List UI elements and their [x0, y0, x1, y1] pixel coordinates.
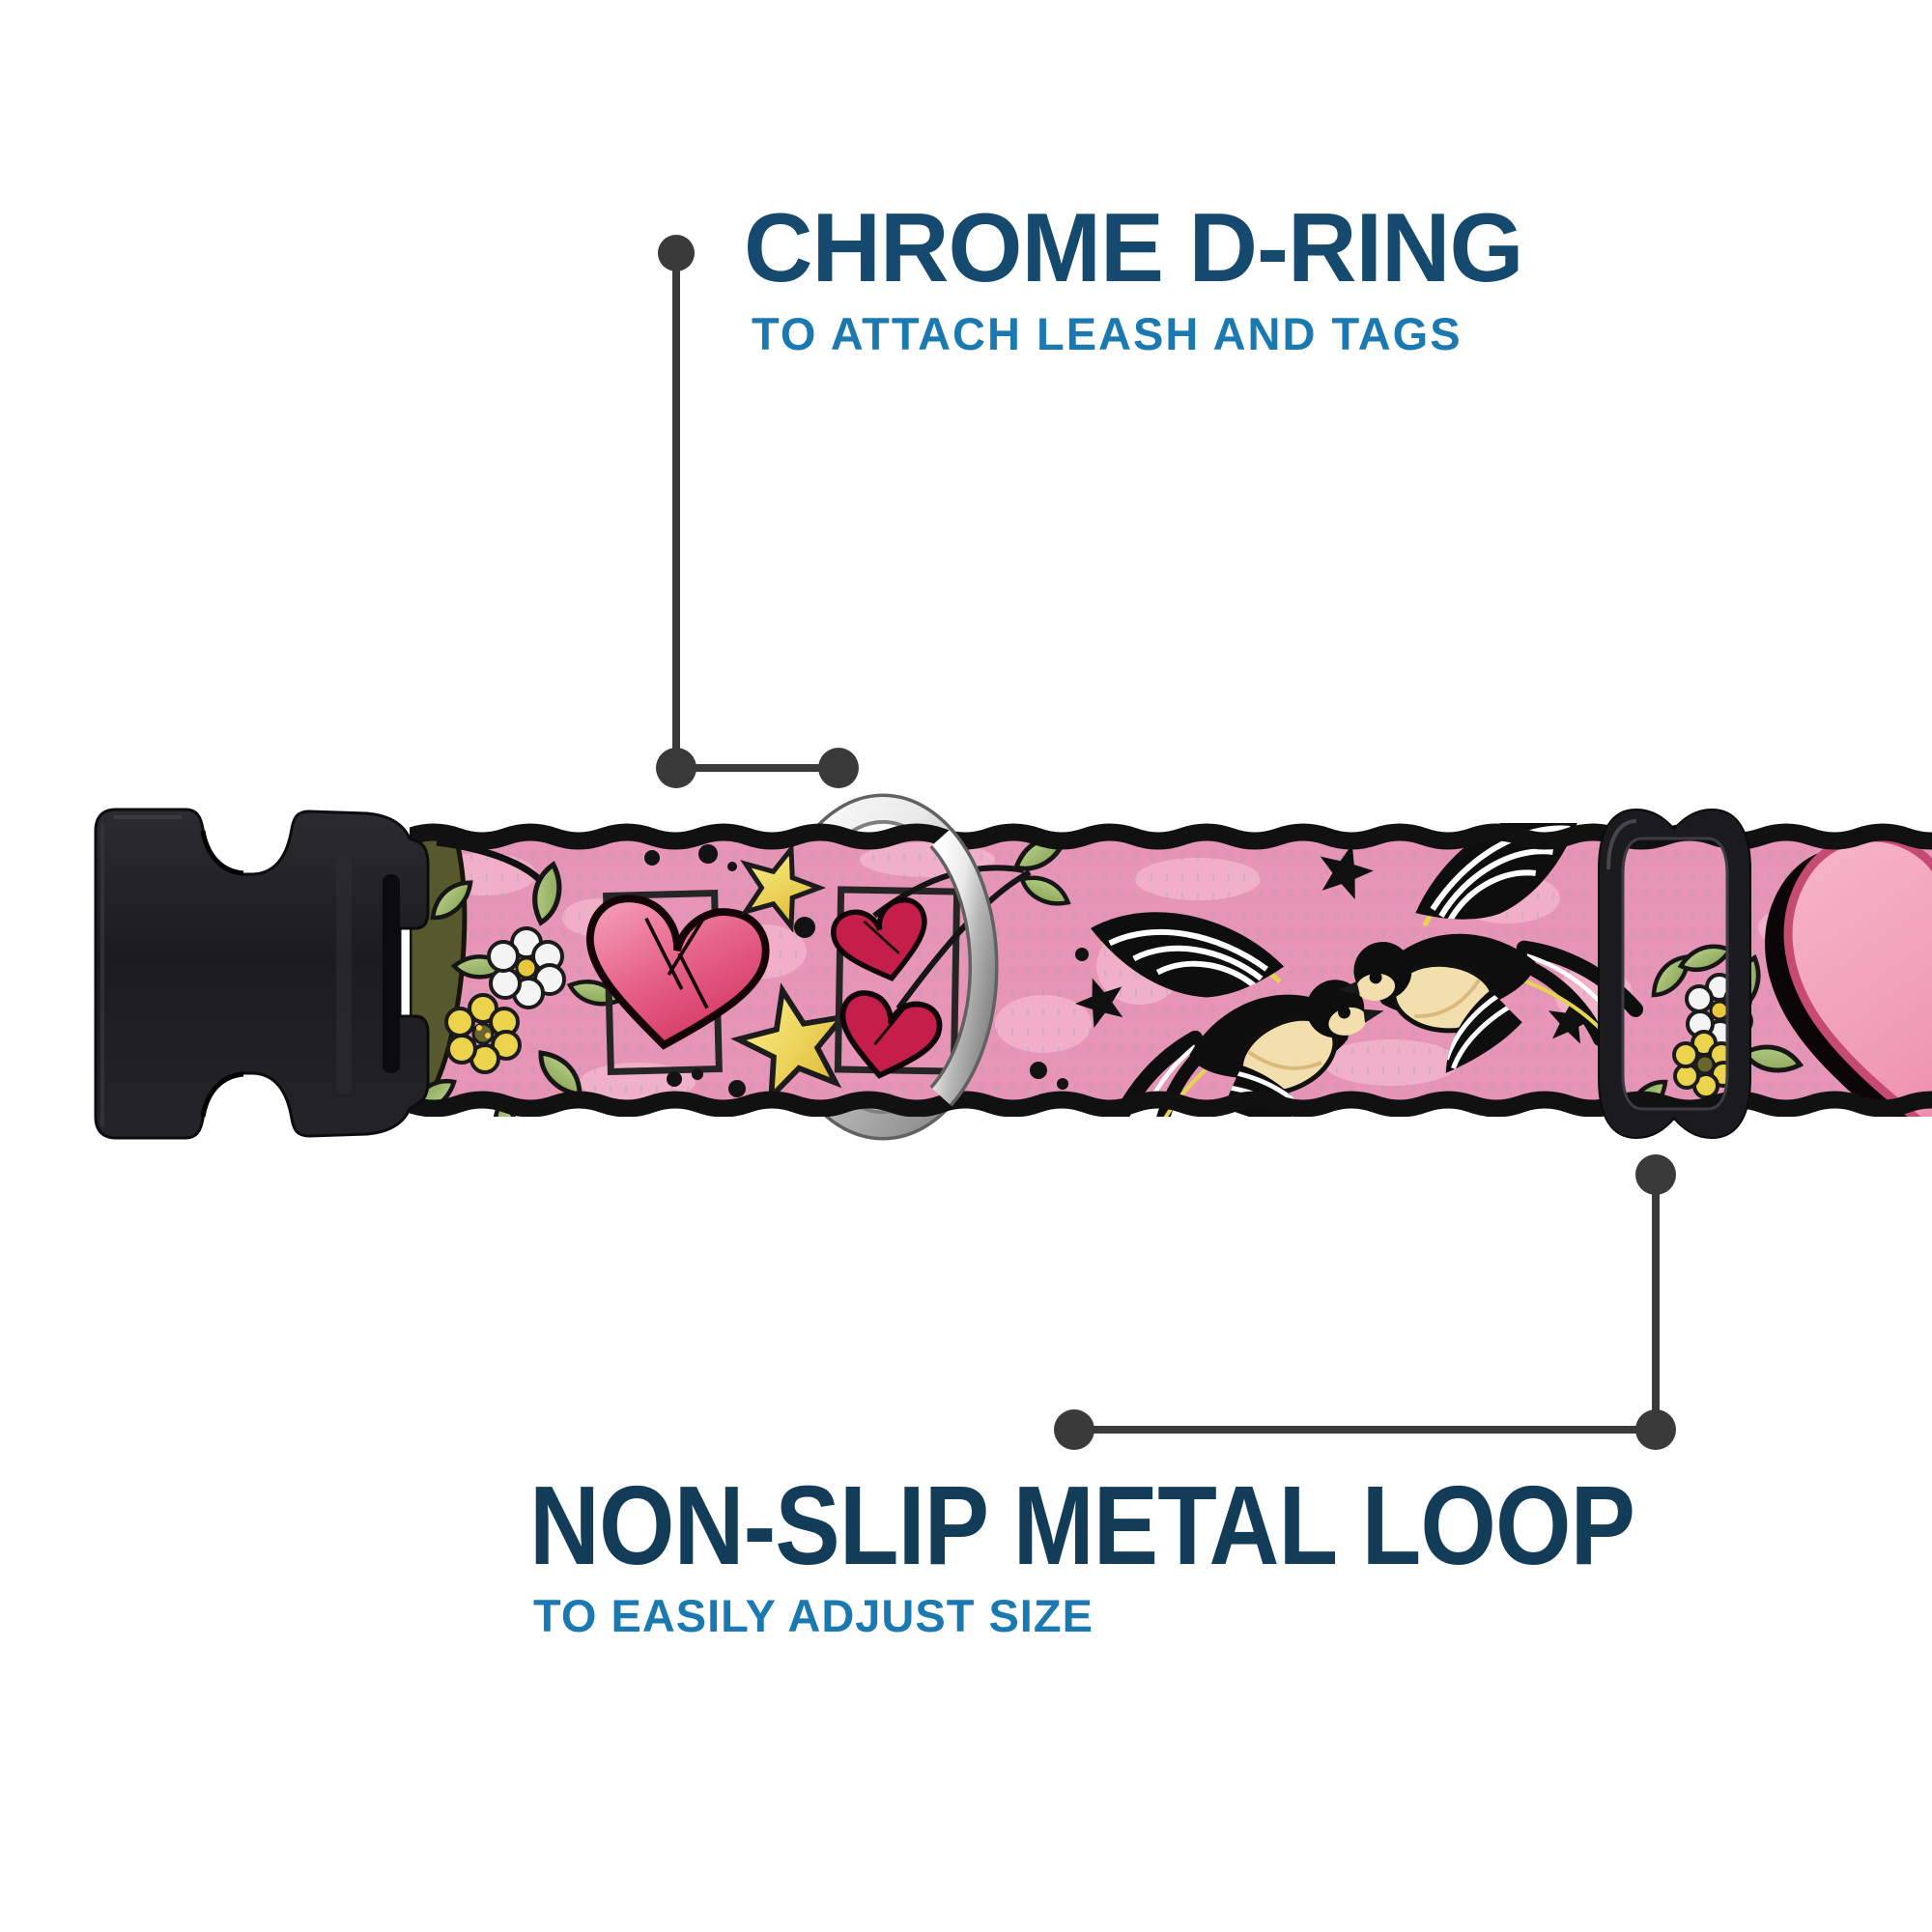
bottom-callout-title: NON-SLIP METAL LOOP: [529, 1463, 1635, 1588]
pattern-dots: [644, 844, 1899, 1109]
white-daisy: [487, 926, 566, 1009]
flower-cluster-left: [405, 862, 621, 1152]
heart-charm: [577, 889, 771, 1076]
big-heart: [1765, 833, 1932, 1117]
top-callout-title: CHROME D-RING: [744, 194, 1524, 302]
top-callout-subtitle: TO ATTACH LEASH AND TAGS: [752, 308, 1463, 359]
callout-lines: [656, 235, 1676, 1450]
yellow-daisy: [444, 993, 522, 1074]
d-ring-front: [929, 827, 999, 1107]
slider-loop-icon: [1598, 808, 1751, 1140]
bottom-callout-subtitle: TO EASILY ADJUST SIZE: [533, 1590, 1094, 1641]
buckle-icon: [94, 808, 430, 1140]
collar-webbing: [405, 801, 1932, 1152]
